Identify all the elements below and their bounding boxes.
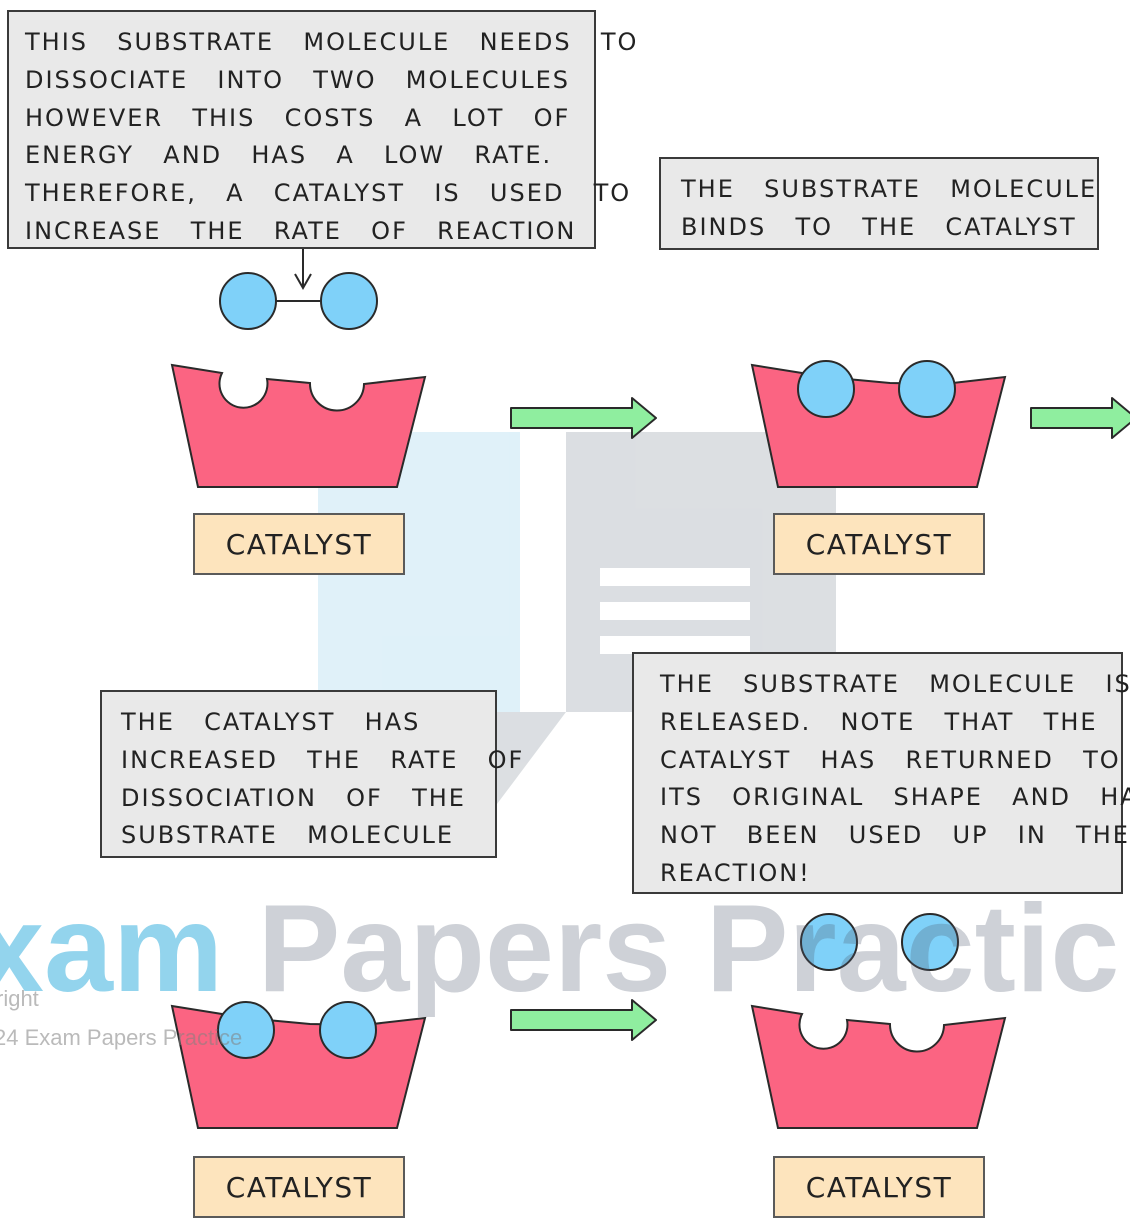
substrate-molecule-bonded [219,272,378,330]
progress-arrow [1030,397,1130,439]
substrate-atom [898,360,956,418]
note-line: REACTION! [660,858,811,887]
catalyst-stage-1 [170,363,427,488]
catalyst-shape [170,1004,427,1129]
pointer-arrow [294,248,312,291]
note-dissociate: THIS SUBSTRATE MOLECULE NEEDS TO DISSOCIA… [7,10,639,249]
note-line: THE SUBSTRATE MOLECULE [681,175,1098,203]
note-line: THIS SUBSTRATE MOLECULE NEEDS TO [25,28,639,56]
substrate-atom [797,360,855,418]
note-line: CATALYST HAS RETURNED TO [660,745,1121,774]
note-binds: THE SUBSTRATE MOLECULE BINDS TO THE CATAL… [659,157,1099,250]
note-line: DISSOCIATE INTO TWO MOLECULES [25,65,570,94]
note-line: HOWEVER THIS COSTS A LOT OF [25,103,571,132]
note-line: INCREASED THE RATE OF [121,745,525,774]
catalyst-label: CATALYST [773,513,985,575]
note-line: THE CATALYST HAS [121,708,421,736]
progress-arrow [510,999,657,1041]
catalyst-stage-3 [170,1001,427,1129]
note-line: THEREFORE, A CATALYST IS USED TO [25,179,632,208]
note-line: ITS ORIGINAL SHAPE AND HAS [660,783,1130,812]
note-increased: THE CATALYST HAS INCREASED THE RATE OF DIS… [100,690,525,858]
catalyst-label: CATALYST [193,1156,405,1218]
note-line: ENERGY AND HAS A LOW RATE. [25,141,553,170]
note-line: RELEASED. NOTE THAT THE [660,707,1098,736]
substrate-atom [800,913,858,971]
note-line: SUBSTRATE MOLECULE [121,821,455,850]
catalyst-stage-4 [750,913,1007,1129]
catalyst-label: CATALYST [773,1156,985,1218]
note-line: NOT BEEN USED UP IN THE [660,821,1130,850]
catalyst-shape [170,363,427,488]
substrate-atom [319,1001,377,1059]
progress-arrow [510,397,657,439]
substrate-atom [217,1001,275,1059]
catalyst-stage-2 [750,360,1007,488]
catalyst-shape [750,363,1007,488]
substrate-atom [901,913,959,971]
note-line: INCREASE THE RATE OF REACTION [25,216,577,245]
note-line: DISSOCIATION OF THE [121,783,466,812]
note-released: THE SUBSTRATE MOLECULE IS RELEASED. NOTE … [632,652,1130,894]
note-line: BINDS TO THE CATALYST [681,212,1077,241]
note-line: THE SUBSTRATE MOLECULE IS [660,670,1130,698]
catalyst-shape [750,1004,1007,1129]
catalyst-label: CATALYST [193,513,405,575]
